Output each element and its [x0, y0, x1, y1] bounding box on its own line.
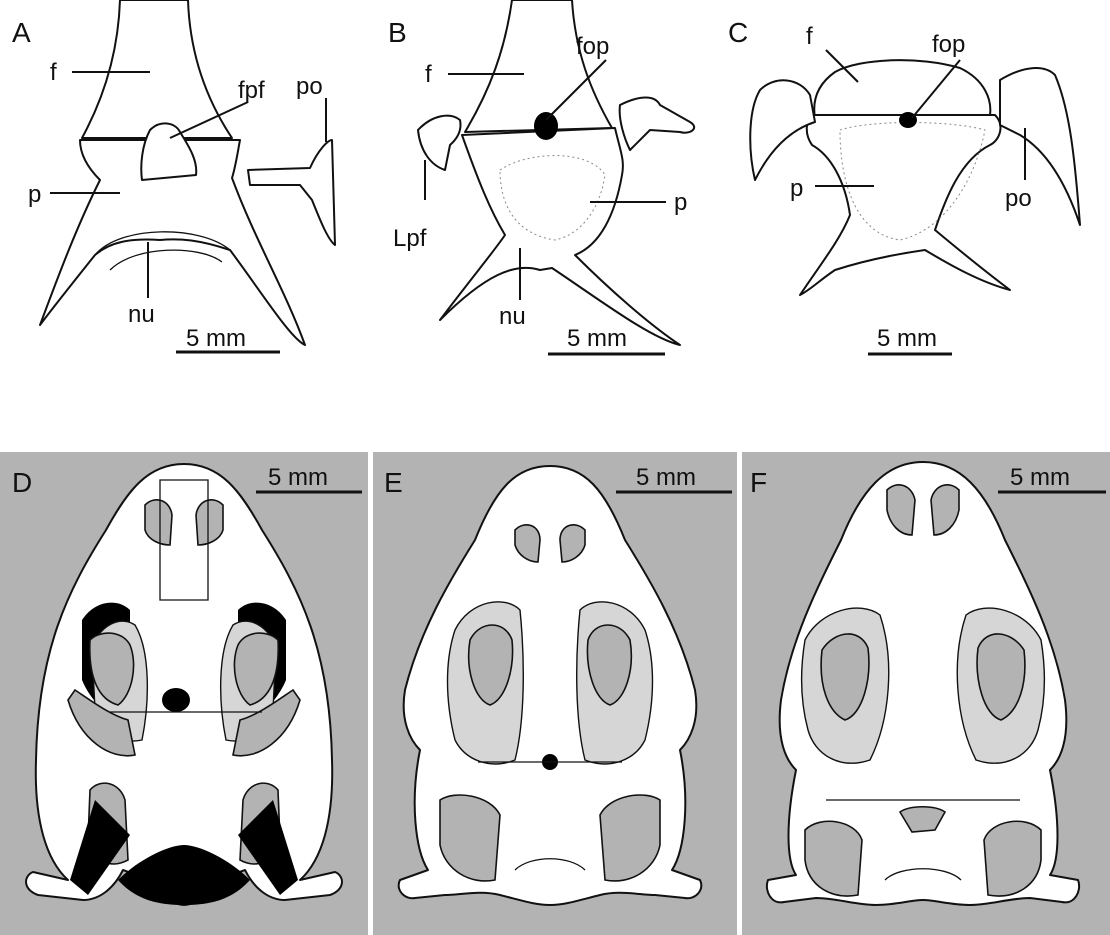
panel-b-right-postfrontal [620, 98, 694, 151]
panel-c-label: C [728, 17, 748, 48]
panel-b: B f fop Lpf p nu 5 mm [388, 0, 694, 354]
panel-e-label: E [384, 467, 403, 498]
panel-c-fop-label: fop [932, 31, 965, 58]
panel-b-f-label: f [425, 61, 432, 88]
panel-c-left-postorbital [750, 80, 815, 180]
panel-e: E 5 mm [373, 452, 737, 935]
panel-b-label: B [388, 17, 407, 48]
panel-b-frontal-bone [465, 0, 612, 132]
panel-f-scale-label: 5 mm [1010, 464, 1070, 491]
panel-b-parietal-bone [440, 128, 680, 345]
panel-c-frontal-bone [814, 60, 990, 118]
panel-a-p-label: p [28, 181, 41, 208]
panel-a-scale-label: 5 mm [186, 325, 246, 352]
panel-a-label: A [12, 17, 31, 48]
panel-a: A f fpf po p nu 5 mm [12, 0, 335, 352]
panel-d-label: D [12, 467, 32, 498]
panel-f-label: F [750, 467, 767, 498]
panel-a-po-label: po [296, 73, 323, 100]
panel-d: D 5 mm [0, 452, 368, 935]
panel-a-nuchal-inner [110, 250, 222, 270]
panel-c-p-label: p [790, 175, 803, 202]
panel-a-nu-label: nu [128, 301, 155, 328]
panel-b-scale-label: 5 mm [567, 325, 627, 352]
panel-b-lpf-label: Lpf [393, 225, 427, 252]
panel-b-fop-label: fop [576, 33, 609, 60]
panel-f: F 5 mm [742, 452, 1110, 935]
panel-c: C f fop p po 5 mm [728, 17, 1080, 354]
panel-c-scale-label: 5 mm [877, 325, 937, 352]
panel-d-scale-label: 5 mm [268, 464, 328, 491]
panel-c-parietal-bone [800, 115, 1010, 295]
panel-b-nu-label: nu [499, 303, 526, 330]
panel-b-p-label: p [674, 189, 687, 216]
panel-b-fop-foramen [534, 112, 558, 140]
panel-a-postorbital-bone [248, 140, 335, 245]
panel-a-f-label: f [50, 59, 57, 86]
panel-a-fpf-label: fpf [238, 77, 265, 104]
panel-c-po-label: po [1005, 185, 1032, 212]
panel-e-scale-label: 5 mm [636, 464, 696, 491]
panel-a-frontal-bone [82, 0, 232, 138]
panel-c-f-label: f [806, 23, 813, 50]
panel-d-parietal-foramen [162, 688, 190, 712]
